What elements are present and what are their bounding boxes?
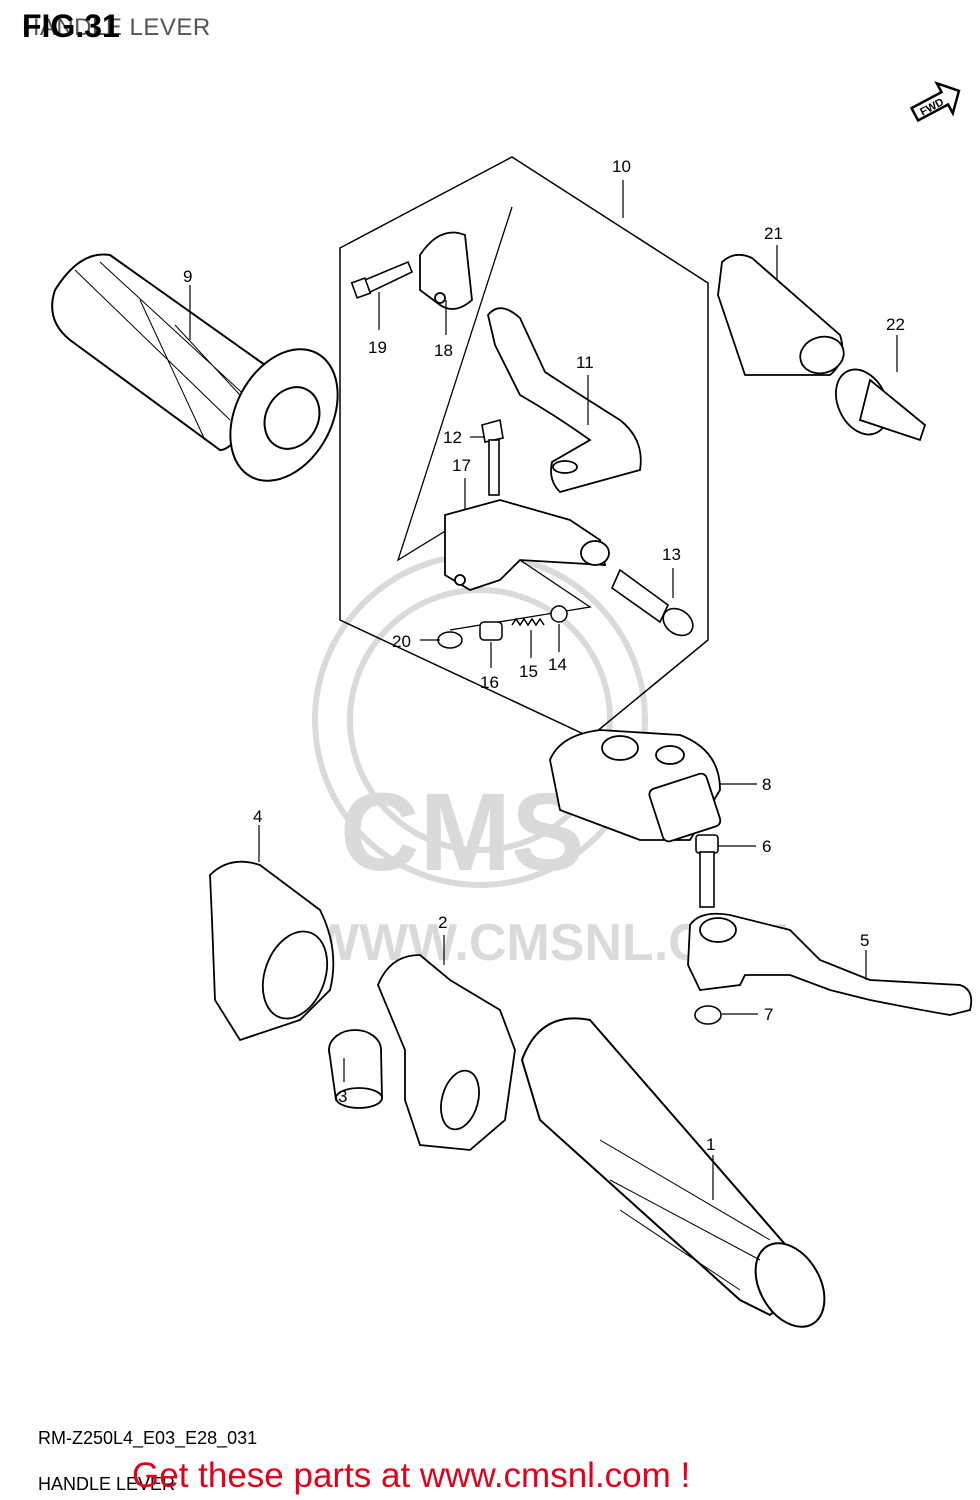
small-parts — [437, 605, 568, 649]
callout-21: 21 — [764, 224, 783, 243]
cable-adjuster — [611, 568, 694, 637]
assembly-10-outline — [339, 156, 709, 738]
callout-15: 15 — [519, 662, 538, 681]
figure-number: FIG.31 — [22, 8, 120, 44]
callout-5: 5 — [860, 931, 869, 950]
promo-link[interactable]: Get these parts at www.cmsnl.com ! — [132, 1456, 691, 1495]
clutch-lever — [487, 307, 642, 494]
callout-7: 7 — [764, 1005, 773, 1024]
throttle-collar — [328, 1029, 383, 1109]
callout-2: 2 — [438, 913, 447, 932]
lever-perch — [444, 499, 610, 591]
svg-text:CMS: CMS — [340, 771, 584, 894]
right-grip — [520, 1017, 826, 1328]
brake-lever — [687, 912, 973, 1016]
housing-cover — [549, 729, 722, 843]
callout-13: 13 — [662, 545, 681, 564]
pivot-bolt — [481, 418, 504, 496]
callout-16: 16 — [480, 673, 499, 692]
callout-1: 1 — [706, 1135, 715, 1154]
throttle-housing — [377, 954, 516, 1151]
clamp-bolt — [350, 260, 414, 299]
callout-18: 18 — [434, 341, 453, 360]
throttle-guard — [209, 860, 335, 1042]
front-brake-parts — [694, 834, 722, 1025]
callout-10: 10 — [612, 157, 631, 176]
fwd-arrow-icon: FWD — [909, 81, 961, 123]
callout-8: 8 — [762, 775, 771, 794]
cms-logo-watermark: CMS WWW.CMSNL.COM — [310, 552, 789, 972]
leader-lines — [189, 180, 898, 1200]
callout-22: 22 — [886, 315, 905, 334]
clamp-holder — [419, 231, 473, 310]
callout-9: 9 — [183, 267, 192, 286]
lever-cover — [717, 253, 845, 376]
callout-19: 19 — [368, 338, 387, 357]
left-grip — [51, 253, 339, 482]
callout-12: 12 — [443, 428, 462, 447]
callout-17: 17 — [452, 456, 471, 475]
diagram-name: HANDLE LEVER — [38, 1474, 176, 1494]
callout-labels: 1 2 3 4 5 6 7 8 9 10 11 12 13 14 15 16 1… — [183, 157, 905, 1154]
diagram-code: RM-Z250L4_E03_E28_031 — [38, 1428, 258, 1448]
callout-11: 11 — [576, 353, 594, 372]
callout-3: 3 — [338, 1087, 347, 1106]
callout-20: 20 — [392, 632, 411, 651]
section-title: HANDLE LEVER — [22, 14, 211, 41]
callout-14: 14 — [548, 655, 567, 674]
callout-4: 4 — [253, 807, 262, 826]
adjuster-knob — [835, 368, 927, 442]
callout-6: 6 — [762, 837, 771, 856]
